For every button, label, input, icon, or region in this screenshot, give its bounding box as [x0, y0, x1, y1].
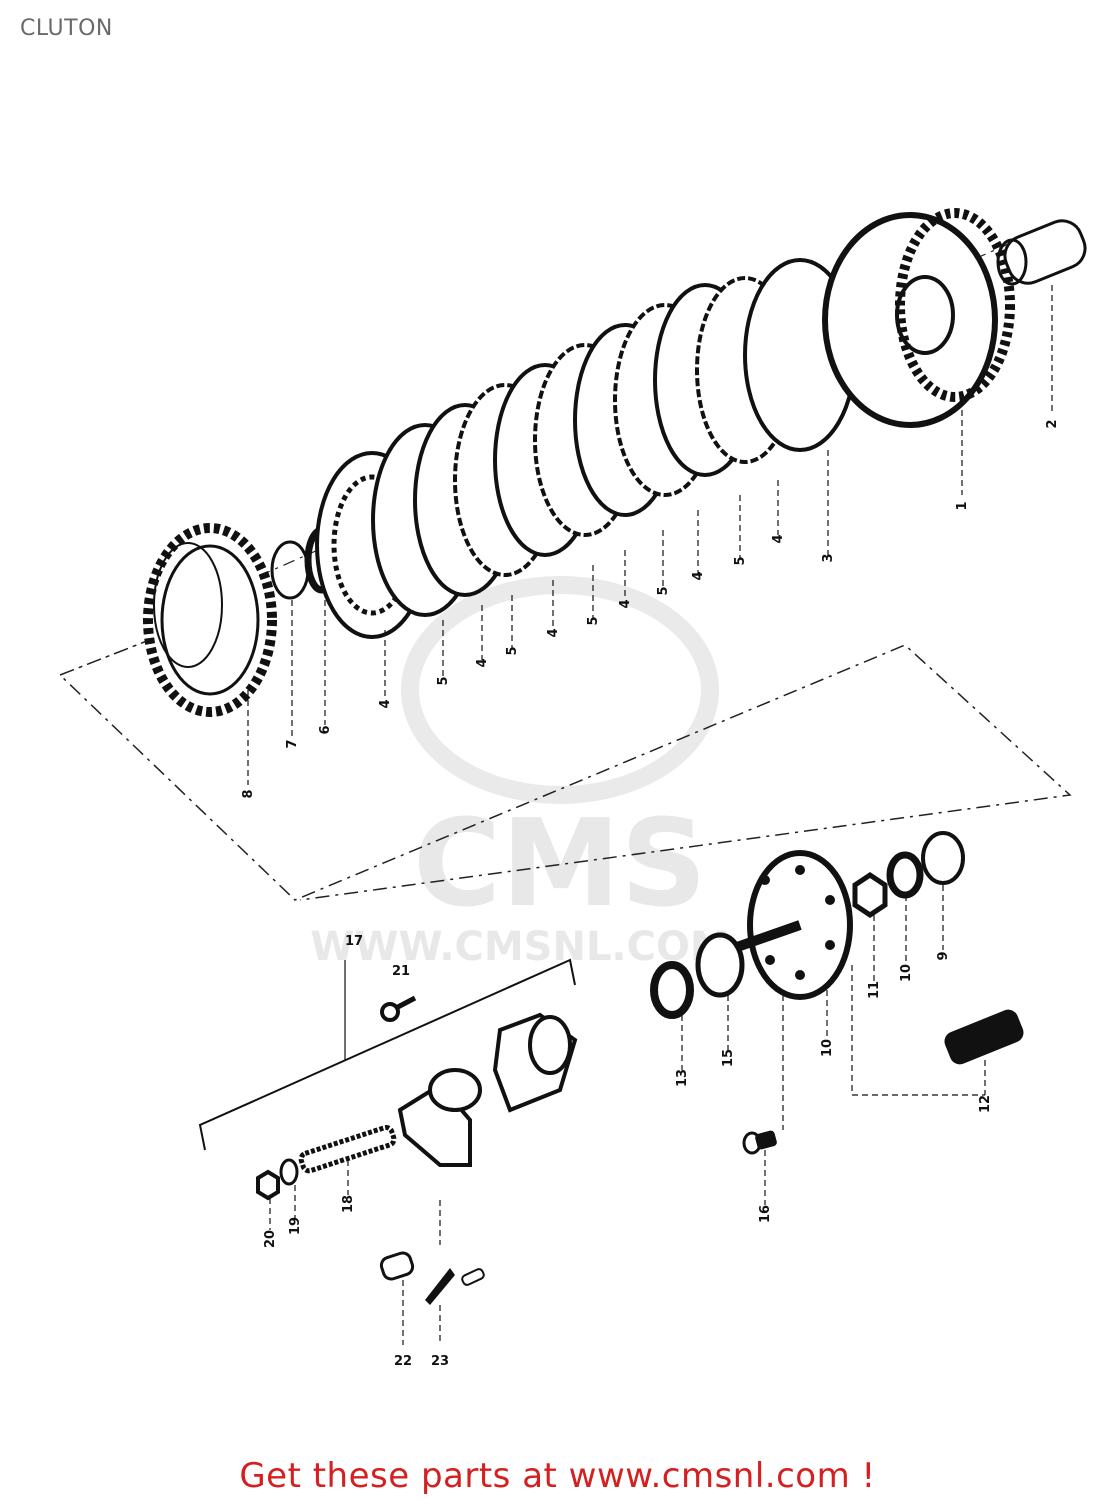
callout-10b: 10: [820, 1039, 835, 1057]
callout-6: 6: [318, 725, 333, 734]
clutch-release-mechanism: [397, 1012, 578, 1167]
page-title: CLUTON: [20, 16, 113, 41]
callout-19: 19: [288, 1217, 303, 1235]
release-washer: [695, 932, 745, 998]
callout-5d: 5: [505, 646, 520, 655]
callout-8: 8: [241, 789, 256, 798]
callout-9: 9: [936, 951, 951, 960]
callout-1: 1: [955, 501, 970, 510]
adjuster-nut: [256, 1169, 280, 1201]
callout-numbers: 1 2 3 4 5 4 5 4 5 4 5 4 5 4 6 7 8 9 10 1…: [241, 419, 1060, 1369]
callout-4f: 4: [378, 699, 393, 708]
callout-18: 18: [341, 1195, 356, 1213]
clutch-housing: [822, 208, 1015, 428]
callout-21: 21: [392, 964, 410, 979]
release-screw-shaft: [298, 1124, 397, 1174]
callout-3: 3: [821, 553, 836, 562]
footer-link[interactable]: Get these parts at www.cmsnl.com !: [239, 1456, 876, 1496]
callout-10a: 10: [899, 964, 914, 982]
spring-washer: [886, 851, 924, 899]
clutch-nut: [852, 871, 888, 919]
callout-5b: 5: [656, 586, 671, 595]
watermark-logo-text: CMS: [413, 795, 707, 934]
callout-5c: 5: [586, 616, 601, 625]
callout-15: 15: [721, 1049, 736, 1067]
callout-2: 2: [1045, 419, 1060, 428]
lever-bushing: [379, 1251, 415, 1281]
housing-spacer: [996, 219, 1087, 286]
callout-4a: 4: [771, 534, 786, 543]
callout-22: 22: [394, 1354, 412, 1369]
cover-bolt: [380, 995, 417, 1022]
clutch-push-piece: [944, 1009, 1024, 1065]
callout-20: 20: [263, 1230, 278, 1248]
callout-11: 11: [867, 981, 882, 999]
cmsnl-watermark-logo: CMS WWW.CMSNL.COM: [310, 576, 730, 970]
thrust-washer: [270, 540, 310, 600]
watermark-url-text: WWW.CMSNL.COM: [310, 924, 730, 970]
callout-16: 16: [758, 1205, 773, 1223]
callout-23: 23: [431, 1354, 449, 1369]
clutch-exploded-diagram: CMS WWW.CMSNL.COM: [58, 208, 1087, 1369]
callout-7: 7: [285, 739, 300, 748]
callout-4c: 4: [618, 599, 633, 608]
lock-washer: [921, 831, 965, 885]
lower-leader-lines: [269, 885, 986, 1345]
adjuster-washer: [279, 1158, 299, 1186]
release-assembly-bracket: [198, 958, 576, 1151]
callout-17: 17: [345, 934, 363, 949]
callout-4e: 4: [475, 658, 490, 667]
upper-leader-lines: [247, 285, 1053, 785]
release-bearing: [650, 961, 694, 1019]
callout-5a: 5: [733, 556, 748, 565]
primary-driven-gear: [143, 523, 277, 717]
callout-4b: 4: [691, 571, 706, 580]
pressure-plate-screw: [742, 1130, 777, 1155]
return-spring: [425, 1268, 455, 1305]
callout-4d: 4: [546, 628, 561, 637]
callout-5e: 5: [436, 676, 451, 685]
callout-13: 13: [675, 1069, 690, 1087]
callout-12: 12: [978, 1095, 993, 1113]
